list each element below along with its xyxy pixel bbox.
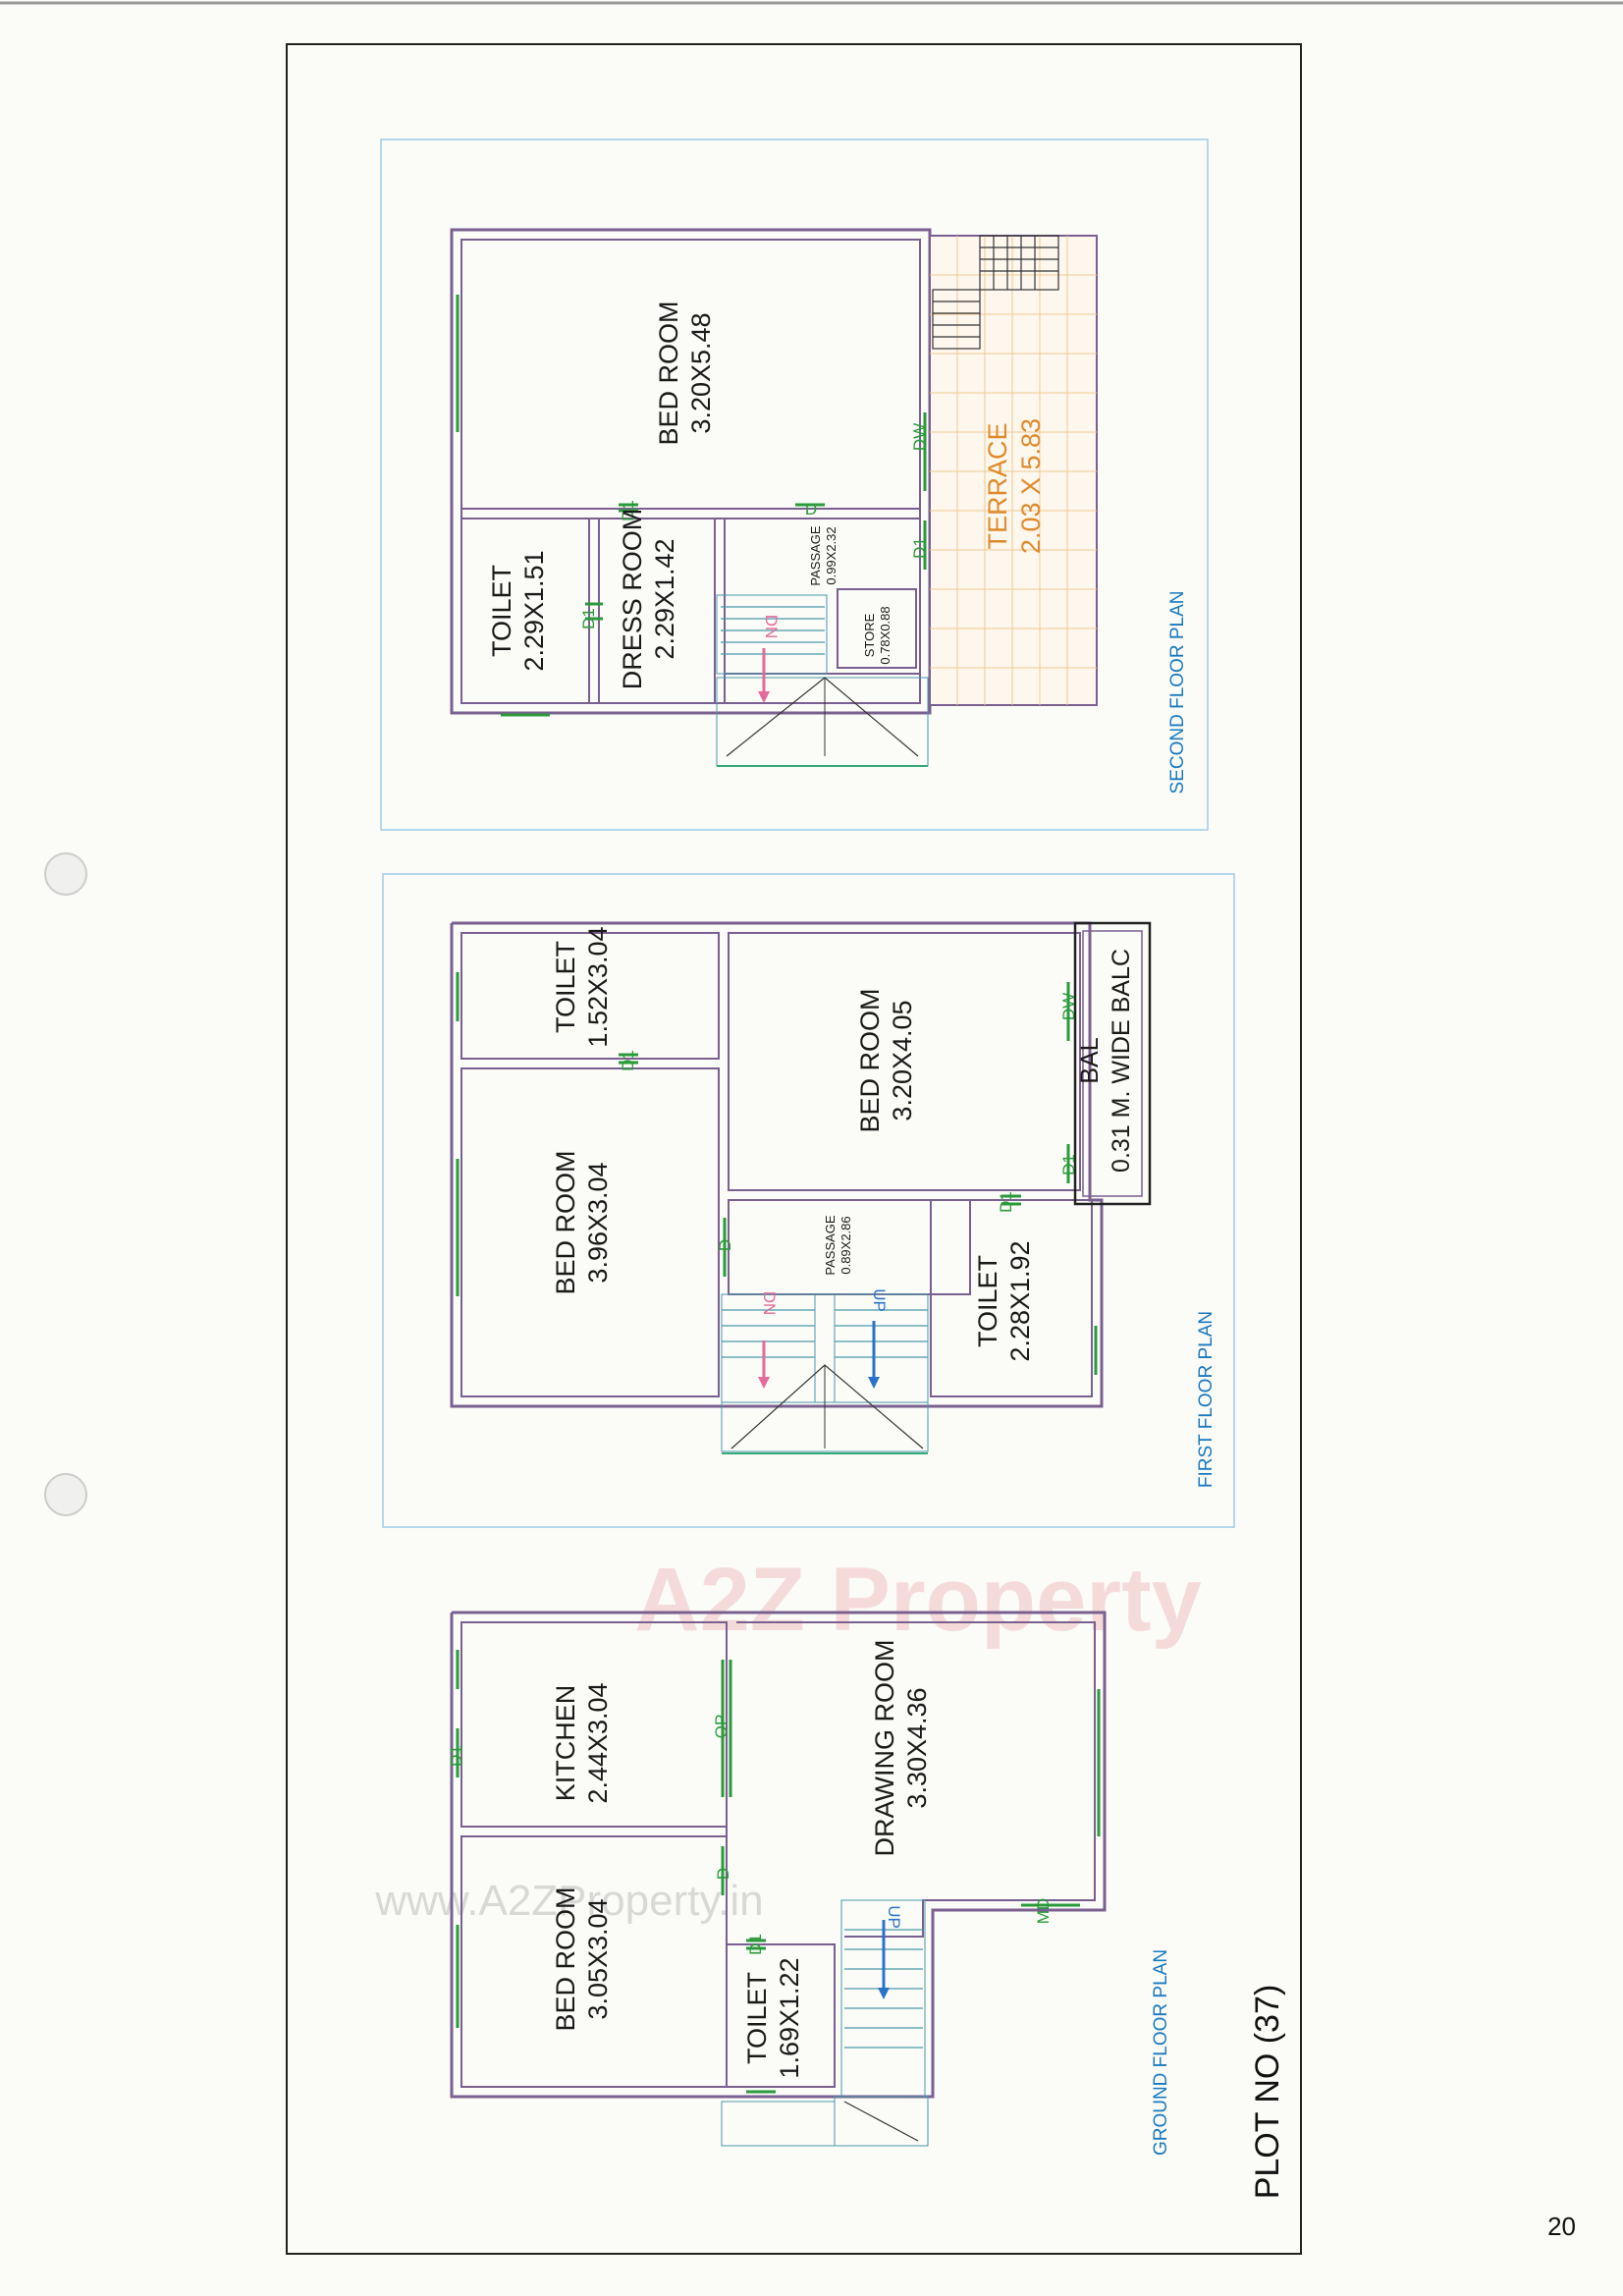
second-floor-inner-wall — [460, 239, 921, 704]
drawing-room-walls — [736, 1621, 1096, 1938]
kitchen: KITCHEN 2.44X3.04 — [551, 1682, 613, 1803]
ground-toilet-walls — [726, 1943, 836, 2088]
first-floor-stair-up: UP — [870, 1288, 889, 1312]
first-floor-toilet-top-size: 1.52X3.04 — [583, 926, 613, 1047]
bed-room-right-walls — [728, 932, 1081, 1191]
ground-floor-bed-room-name: BED ROOM — [551, 1886, 580, 2031]
first-floor-bed-room-left: BED ROOM 3.96X3.04 — [551, 1150, 613, 1294]
second-floor-dress-room-size: 2.29X1.42 — [650, 538, 679, 659]
toilet-top-walls — [460, 932, 720, 1060]
second-floor-bed-room: BED ROOM 3.20X5.48 — [654, 301, 716, 445]
first-floor-toilet-top-name: TOILET — [551, 941, 580, 1033]
first-floor-door-d1-bed: D1 — [1059, 1154, 1078, 1175]
ground-floor-bed-room: BED ROOM 3.05X3.04 — [551, 1886, 613, 2031]
first-floor-box — [382, 873, 1235, 1528]
second-floor-dress-room: DRESS ROOM 2.29X1.42 — [618, 509, 679, 690]
drawing-room: DRAWING ROOM 3.30X4.36 — [870, 1640, 932, 1857]
ground-floor-door-op: OP — [712, 1715, 730, 1739]
first-floor-toilet-top: TOILET 1.52X3.04 — [551, 926, 613, 1047]
first-floor-passage-size: 0.89X2.86 — [839, 1216, 853, 1274]
watermark: A2Z Property www.A2ZProperty.in — [374, 1550, 1202, 1925]
terrace-name: TERRACE — [983, 422, 1012, 549]
ground-floor-outer-wall — [450, 1611, 1107, 2099]
sheet-frame — [286, 43, 1302, 2255]
second-floor-toilet-name: TOILET — [487, 565, 516, 657]
first-floor-door-d1-toilet-bottom: D1 — [997, 1191, 1015, 1213]
bed-room-left-walls — [460, 1067, 720, 1397]
first-floor-bed-room-left-size: 3.96X3.04 — [583, 1162, 613, 1283]
second-floor-bed-room-size: 3.20X5.48 — [686, 312, 716, 433]
ground-floor-plan: UP D1 OP D D1 MD KITCHEN 2.44X3.04 DRAWI… — [447, 1611, 1171, 2156]
ground-floor-toilet: TOILET 1.69X1.22 — [742, 1957, 804, 2078]
second-floor-dress-room-name: DRESS ROOM — [618, 509, 647, 690]
page-number: 20 — [1547, 2212, 1576, 2241]
second-floor-box — [380, 138, 1209, 831]
balcony-size: 0.31 M. WIDE BALC — [1108, 949, 1135, 1173]
ground-floor-door-d: D — [714, 1868, 732, 1880]
punch-hole-bottom — [44, 1473, 87, 1516]
first-floor-bed-room-right-size: 3.20X4.05 — [888, 1000, 917, 1121]
drawing-room-name: DRAWING ROOM — [870, 1640, 899, 1857]
second-floor-door-d: D — [805, 500, 817, 519]
ground-floor-door-d1-toilet: D1 — [746, 1934, 765, 1955]
second-floor-passage: PASSAGE 0.99X2.32 — [808, 525, 839, 586]
kitchen-name: KITCHEN — [551, 1685, 580, 1802]
watermark-url: www.A2ZProperty.in — [374, 1877, 763, 1925]
first-floor-stair: DN UP — [721, 1288, 929, 1454]
first-floor-door-dw: DW — [1059, 993, 1078, 1020]
second-floor-door-dw: DW — [910, 423, 929, 451]
balcony-name: BAL — [1076, 1037, 1104, 1083]
ground-floor-stair-up: UP — [885, 1905, 903, 1929]
second-floor-stair: DN — [716, 594, 929, 767]
second-floor-stair-dn: DN — [762, 615, 781, 639]
toilet-bottom-walls — [930, 1199, 1093, 1397]
ground-floor-door-md: MD — [1034, 1898, 1053, 1924]
terrace-size: 2.03 X 5.83 — [1016, 418, 1046, 554]
store-walls — [837, 588, 917, 669]
kitchen-size: 2.44X3.04 — [583, 1682, 613, 1803]
second-floor-passage-name: PASSAGE — [808, 525, 823, 586]
terrace-label: TERRACE 2.03 X 5.83 — [983, 418, 1046, 554]
first-floor-bed-room-right: BED ROOM 3.20X4.05 — [855, 988, 917, 1132]
second-floor-door-d1-toilet: D1 — [579, 608, 598, 629]
first-floor-passage-name: PASSAGE — [823, 1215, 838, 1276]
ground-floor-toilet-size: 1.69X1.22 — [775, 1957, 804, 2078]
first-floor-toilet-bottom: TOILET 2.28X1.92 — [973, 1240, 1035, 1361]
balcony-outline — [1073, 921, 1152, 1206]
second-floor-plan-label: SECOND FLOOR PLAN — [1167, 591, 1188, 794]
first-floor-plan-label: FIRST FLOOR PLAN — [1196, 1311, 1217, 1488]
second-floor-toilet: TOILET 2.29X1.51 — [487, 550, 549, 671]
second-floor-toilet-size: 2.29X1.51 — [519, 550, 549, 671]
plot-title: PLOT NO (37) — [1249, 1985, 1286, 2200]
first-floor-door-d: D — [716, 1239, 734, 1251]
first-floor-stair-dn: DN — [760, 1291, 779, 1316]
ground-floor-stair: UP — [721, 1899, 929, 2147]
second-floor-door-d1-passage: D1 — [910, 537, 929, 559]
second-floor-store-size: 0.78X0.88 — [878, 606, 893, 664]
second-floor-store: STORE 0.78X0.88 — [862, 606, 893, 664]
second-floor-bed-room-name: BED ROOM — [654, 301, 683, 445]
first-floor-toilet-bottom-name: TOILET — [973, 1255, 1002, 1347]
ground-floor-bed-room-size: 3.05X3.04 — [583, 1898, 613, 2019]
watermark-brand: A2Z Property — [634, 1550, 1202, 1650]
ground-floor-door-d1-kitchen: D1 — [447, 1745, 465, 1767]
first-floor-bed-room-left-name: BED ROOM — [551, 1150, 580, 1294]
ground-floor-plan-label: GROUND FLOOR PLAN — [1151, 1949, 1171, 2156]
punch-hole-top — [44, 852, 87, 896]
first-floor-passage: PASSAGE 0.89X2.86 — [823, 1215, 853, 1276]
second-floor-plan: DN — [380, 138, 1209, 831]
second-floor-store-name: STORE — [862, 613, 877, 657]
first-floor-bed-room-right-name: BED ROOM — [855, 988, 885, 1132]
first-floor-plan: DN UP DW D1 D1 D1 D TOILET 1.52X3.04 BED… — [382, 873, 1235, 1528]
second-floor-passage-size: 0.99X2.32 — [824, 526, 839, 584]
second-floor-door-d1-dress: D1 — [619, 500, 637, 521]
first-floor-door-d1-toilet-top: D1 — [619, 1050, 637, 1071]
first-floor-outer-wall — [450, 921, 1104, 1408]
drawing-room-size: 3.30X4.36 — [902, 1687, 932, 1808]
ground-floor-toilet-name: TOILET — [742, 1972, 772, 2064]
first-floor-toilet-bottom-size: 2.28X1.92 — [1005, 1240, 1035, 1361]
balcony-label: BAL 0.31 M. WIDE BALC — [1076, 949, 1135, 1173]
terrace-area — [929, 235, 1098, 706]
